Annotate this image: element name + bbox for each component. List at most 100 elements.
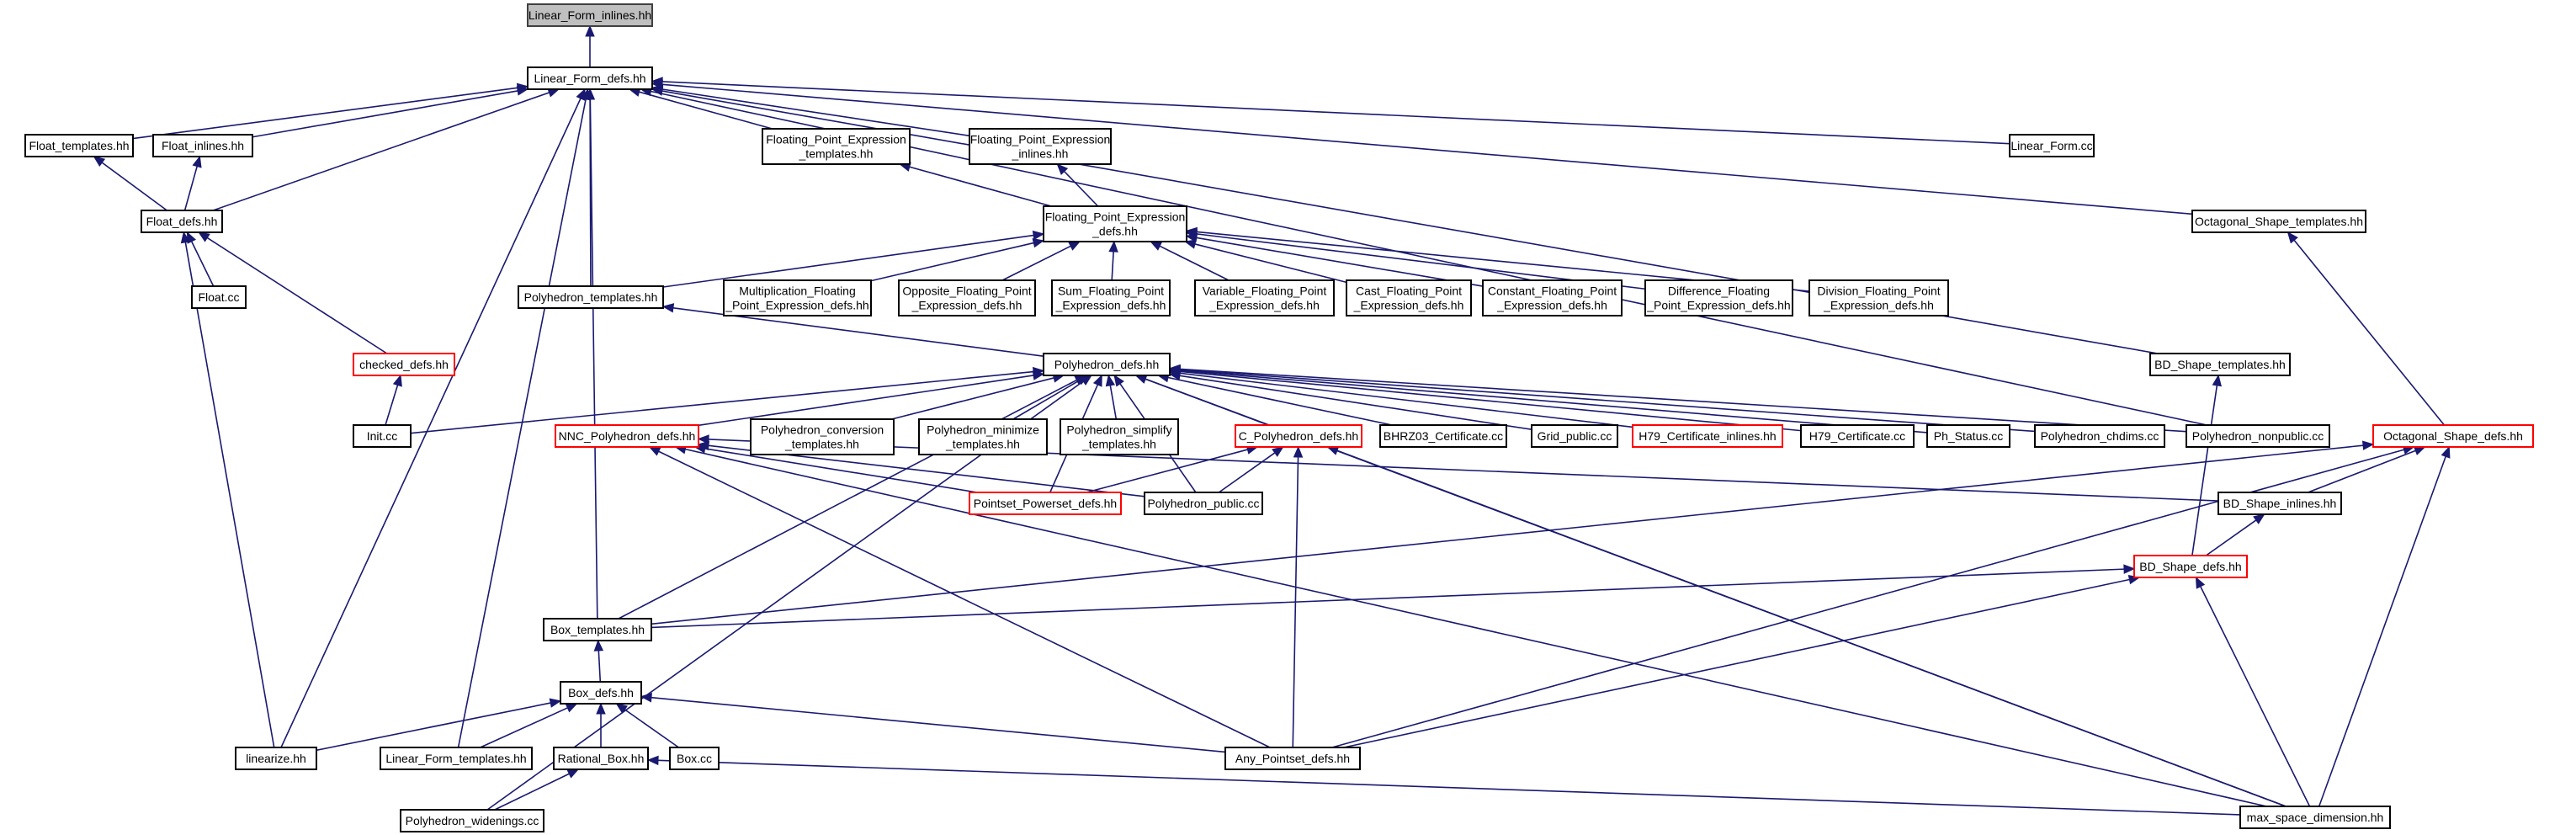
node-label: Floating_Point_Expression bbox=[766, 133, 906, 146]
node-pmin[interactable]: Polyhedron_minimize_templates.hh bbox=[918, 418, 1048, 455]
node-finl[interactable]: Float_inlines.hh bbox=[152, 134, 253, 157]
node-cpoly[interactable]: C_Polyhedron_defs.hh bbox=[1235, 424, 1362, 448]
node-label: Grid_public.cc bbox=[1538, 429, 1612, 443]
node-ostempl[interactable]: Octagonal_Shape_templates.hh bbox=[2191, 210, 2366, 233]
node-diff[interactable]: Difference_Floating_Point_Expression_def… bbox=[1644, 279, 1793, 316]
edge-fpetempl-to-lfdefs bbox=[639, 91, 773, 130]
node-bdsinl[interactable]: BD_Shape_inlines.hh bbox=[2217, 492, 2342, 515]
node-h79inl[interactable]: H79_Certificate_inlines.hh bbox=[1632, 424, 1783, 448]
node-nnc[interactable]: NNC_Polyhedron_defs.hh bbox=[555, 424, 699, 448]
node-label: Pointset_Powerset_defs.hh bbox=[974, 497, 1117, 510]
node-boxtempl[interactable]: Box_templates.hh bbox=[543, 618, 652, 641]
node-lftempl[interactable]: Linear_Form_templates.hh bbox=[380, 747, 533, 770]
node-label: Opposite_Floating_Point bbox=[902, 285, 1031, 298]
node-ptempl[interactable]: Polyhedron_templates.hh bbox=[518, 285, 664, 309]
node-pnonpub[interactable]: Polyhedron_nonpublic.cc bbox=[2186, 424, 2330, 448]
node-ppub[interactable]: Polyhedron_public.cc bbox=[1144, 492, 1263, 515]
node-pchd[interactable]: Polyhedron_chdims.cc bbox=[2034, 424, 2165, 448]
node-lfcc[interactable]: Linear_Form.cc bbox=[2009, 134, 2095, 157]
node-label: Box_templates.hh bbox=[550, 623, 645, 636]
node-label: Sum_Floating_Point bbox=[1058, 285, 1164, 298]
node-label: Linear_Form.cc bbox=[2010, 139, 2092, 152]
node-sum[interactable]: Sum_Floating_Point_Expression_defs.hh bbox=[1051, 279, 1171, 316]
node-psimp[interactable]: Polyhedron_simplify_templates.hh bbox=[1060, 418, 1179, 455]
edge-osdefs-to-ostempl bbox=[2293, 239, 2446, 426]
node-pwiden[interactable]: Polyhedron_widenings.cc bbox=[400, 809, 544, 832]
node-root[interactable]: Linear_Form_inlines.hh bbox=[527, 3, 653, 27]
edge-bdsdefs-to-bdsinl bbox=[2205, 519, 2257, 556]
edge-linearize-to-lfdefs bbox=[280, 98, 582, 748]
node-boxcc[interactable]: Box.cc bbox=[669, 747, 720, 770]
node-bdsdefs[interactable]: BD_Shape_defs.hh bbox=[2133, 555, 2248, 578]
edge-maxdim-to-ratbox bbox=[657, 759, 2241, 816]
node-fpeinl[interactable]: Floating_Point_Expression_inlines.hh bbox=[969, 128, 1112, 165]
node-label: Floating_Point_Expression bbox=[970, 133, 1111, 146]
edge-boxdefs-to-boxtempl bbox=[598, 650, 602, 683]
node-maxdim[interactable]: max_space_dimension.hh bbox=[2239, 806, 2391, 829]
node-ftempl[interactable]: Float_templates.hh bbox=[24, 134, 134, 157]
node-cast[interactable]: Cast_Floating_Point_Expression_defs.hh bbox=[1346, 279, 1472, 316]
edge-psimp-to-pdefs bbox=[1109, 385, 1118, 420]
nodes: Linear_Form_inlines.hhLinear_Form_defs.h… bbox=[24, 3, 2534, 832]
node-initcc[interactable]: Init.cc bbox=[353, 424, 412, 448]
node-mult[interactable]: Multiplication_Floating_Point_Expression… bbox=[723, 279, 872, 316]
node-box bbox=[2186, 424, 2330, 448]
node-label: Octagonal_Shape_templates.hh bbox=[2195, 215, 2363, 228]
node-box bbox=[1060, 418, 1179, 455]
node-label: NNC_Polyhedron_defs.hh bbox=[559, 429, 696, 443]
node-opp[interactable]: Opposite_Floating_Point_Expression_defs.… bbox=[898, 279, 1036, 316]
edge-floatcc-to-fdefs bbox=[190, 241, 215, 287]
node-var[interactable]: Variable_Floating_Point_Expression_defs.… bbox=[1194, 279, 1335, 316]
node-label: Polyhedron_simplify bbox=[1066, 423, 1171, 437]
node-gridpub[interactable]: Grid_public.cc bbox=[1531, 424, 1618, 448]
edge-ostempl-to-lfdefs bbox=[661, 83, 2193, 215]
node-apdefs[interactable]: Any_Pointset_defs.hh bbox=[1224, 747, 1361, 770]
node-boxdefs[interactable]: Box_defs.hh bbox=[560, 681, 642, 705]
node-ratbox[interactable]: Rational_Box.hh bbox=[553, 747, 649, 770]
node-const[interactable]: Constant_Floating_Point_Expression_defs.… bbox=[1482, 279, 1623, 316]
node-checked[interactable]: checked_defs.hh bbox=[353, 353, 455, 376]
node-box bbox=[353, 424, 412, 448]
node-pconv[interactable]: Polyhedron_conversion_templates.hh bbox=[750, 418, 895, 455]
node-div[interactable]: Division_Floating_Point_Expression_defs.… bbox=[1809, 279, 1949, 316]
edge-arrowhead bbox=[180, 231, 191, 244]
edge-mult-to-fpedefs bbox=[870, 242, 1034, 282]
edge-lfcc-to-lfdefs bbox=[661, 81, 2010, 145]
edge-finl-to-lfdefs bbox=[252, 90, 518, 138]
node-fdefs[interactable]: Float_defs.hh bbox=[141, 210, 223, 233]
node-fpetempl[interactable]: Floating_Point_Expression_templates.hh bbox=[762, 128, 911, 165]
node-box bbox=[553, 747, 649, 770]
node-floatcc[interactable]: Float.cc bbox=[191, 285, 247, 309]
edge-ppdefs-to-cpoly bbox=[1086, 449, 1248, 493]
edge-maxdim-to-nnc bbox=[685, 448, 2267, 807]
node-box bbox=[2239, 806, 2391, 829]
node-bdstempl[interactable]: BD_Shape_templates.hh bbox=[2149, 353, 2291, 376]
edge-bdsdefs-to-bdstempl bbox=[2191, 385, 2218, 556]
node-h79cc[interactable]: H79_Certificate.cc bbox=[1800, 424, 1915, 448]
node-label: Float_inlines.hh bbox=[162, 139, 244, 152]
node-lfdefs[interactable]: Linear_Form_defs.hh bbox=[527, 66, 653, 90]
node-osdefs[interactable]: Octagonal_Shape_defs.hh bbox=[2372, 424, 2534, 448]
edge-h79inl-to-pdefs bbox=[1179, 372, 1633, 428]
node-box bbox=[1194, 279, 1335, 316]
node-ppdefs[interactable]: Pointset_Powerset_defs.hh bbox=[969, 492, 1122, 515]
edge-arrowhead bbox=[1184, 239, 1197, 249]
node-box bbox=[1224, 747, 1361, 770]
edge-arrowhead bbox=[2123, 564, 2136, 574]
node-fpedefs[interactable]: Floating_Point_Expression_defs.hh bbox=[1043, 205, 1187, 242]
edge-bhrz-to-pdefs bbox=[1167, 376, 1392, 426]
node-box bbox=[2191, 210, 2366, 233]
node-label: Linear_Form_inlines.hh bbox=[528, 8, 651, 22]
node-label: _templates.hh bbox=[945, 438, 1020, 451]
node-linearize[interactable]: linearize.hh bbox=[235, 747, 317, 770]
edge-arrowhead bbox=[1293, 445, 1304, 458]
node-box bbox=[543, 618, 652, 641]
node-box bbox=[969, 128, 1112, 165]
node-pdefs[interactable]: Polyhedron_defs.hh bbox=[1043, 353, 1171, 376]
edge-linearize-to-boxdefs bbox=[316, 702, 551, 752]
node-box bbox=[2133, 555, 2248, 578]
edge-arrowhead bbox=[1105, 374, 1116, 387]
node-phstat[interactable]: Ph_Status.cc bbox=[1926, 424, 2010, 448]
node-label: Polyhedron_widenings.cc bbox=[406, 814, 539, 827]
node-bhrz[interactable]: BHRZ03_Certificate.cc bbox=[1379, 424, 1507, 448]
